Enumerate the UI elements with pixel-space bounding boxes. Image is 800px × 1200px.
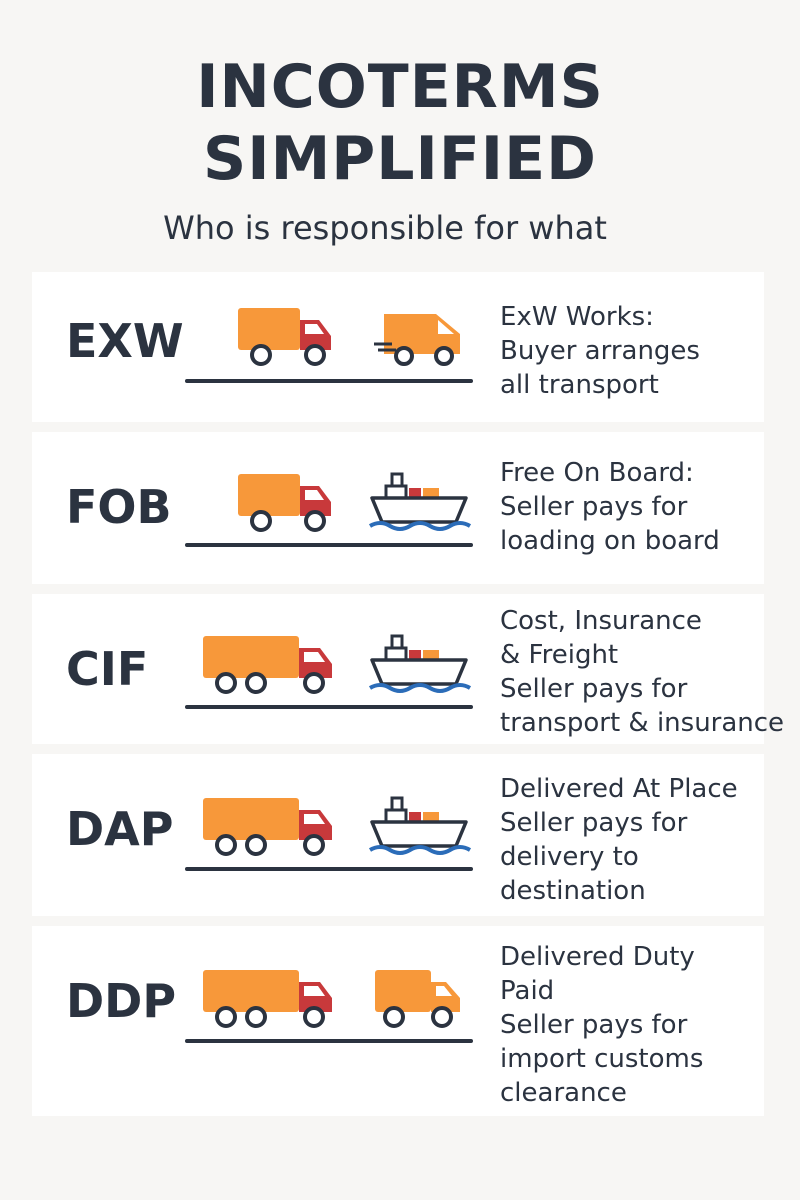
term-description: Delivered At Place Seller pays for deliv… [500, 772, 800, 908]
term-detail: clearance [500, 1078, 627, 1108]
ship-icon [368, 634, 472, 693]
term-code: DDP [66, 974, 177, 1028]
term-heading: Free On Board: [500, 458, 694, 488]
truck-icon [203, 798, 332, 856]
truck-icon [238, 474, 331, 532]
term-heading: ExW Works: [500, 302, 654, 332]
term-detail: import customs [500, 1044, 704, 1074]
term-row-cif: CIF Cost, Insurance & Freight Seller pay… [32, 594, 784, 744]
transport-line [185, 1039, 473, 1043]
term-detail: Seller pays for [500, 492, 688, 522]
term-code: DAP [66, 802, 174, 856]
term-detail: Seller pays for [500, 674, 688, 704]
page-title-line-1: INCOTERMS [196, 52, 604, 122]
transport-line [185, 543, 473, 547]
term-row-ddp: DDP Delivered Duty Paid Seller pays for … [32, 926, 764, 1116]
term-row-dap: DAP Delivered At Place Seller pays for d… [32, 754, 764, 916]
term-heading: & Freight [500, 640, 619, 670]
term-detail: all transport [500, 370, 659, 400]
term-description: Free On Board: Seller pays for loading o… [500, 456, 800, 558]
term-code: CIF [66, 642, 149, 696]
term-detail: destination [500, 876, 646, 906]
term-detail: loading on board [500, 526, 720, 556]
term-description: Delivered Duty Paid Seller pays for impo… [500, 940, 800, 1110]
term-detail: delivery to [500, 842, 639, 872]
term-description: ExW Works: Buyer arranges all transport [500, 300, 800, 402]
term-detail: Seller pays for [500, 1010, 688, 1040]
term-heading: Cost, Insurance [500, 606, 702, 636]
term-description: Cost, Insurance & Freight Seller pays fo… [500, 604, 800, 740]
transport-line [185, 705, 473, 709]
page-subtitle: Who is responsible for what [163, 209, 607, 247]
term-heading: Delivered Duty [500, 942, 695, 972]
truck-icon [203, 970, 332, 1028]
term-row-fob: FOB Free On Board: Seller pays for loadi… [32, 432, 764, 584]
truck-icon [238, 308, 331, 366]
page-title-line-2: SIMPLIFIED [203, 124, 597, 194]
truck-icon [203, 636, 332, 694]
van-icon [374, 314, 460, 366]
ship-icon [368, 796, 472, 855]
term-heading: Paid [500, 976, 555, 1006]
term-detail: Seller pays for [500, 808, 688, 838]
term-detail: Buyer arranges [500, 336, 700, 366]
transport-line [185, 867, 473, 871]
term-detail: transport & insurance [500, 708, 785, 738]
term-code: EXW [66, 314, 184, 368]
small-truck-icon [375, 970, 460, 1028]
transport-line [185, 379, 473, 383]
term-code: FOB [66, 480, 172, 534]
term-row-exw: EXW ExW Works: Buyer arranges all transp… [32, 272, 764, 422]
term-heading: Delivered At Place [500, 774, 738, 804]
ship-icon [368, 472, 472, 531]
